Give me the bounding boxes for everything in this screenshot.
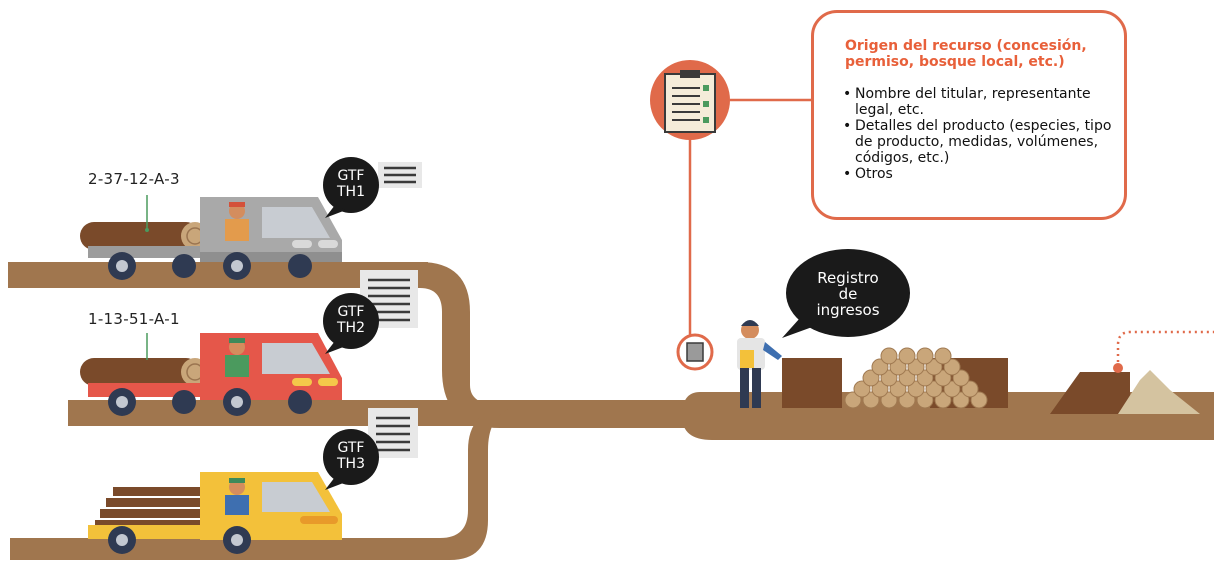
driver	[225, 202, 249, 241]
log-end	[907, 380, 925, 398]
log-end	[880, 347, 898, 365]
log-end	[970, 391, 988, 409]
log-end	[916, 369, 934, 387]
gtf-line1: GTF	[337, 440, 365, 456]
lumber-stack-right	[1050, 330, 1214, 414]
log-end	[952, 369, 970, 387]
wheel	[288, 254, 312, 278]
log-end	[916, 391, 934, 409]
truck-yellow	[88, 472, 342, 554]
log-end	[871, 358, 889, 376]
log-end	[889, 380, 907, 398]
speech-bubble-gtf	[323, 429, 379, 490]
log-code-label: 1-13-51-A-1	[88, 310, 180, 328]
log-end	[952, 391, 970, 409]
registro-line1: Registro	[817, 269, 879, 287]
log-end	[862, 369, 880, 387]
driver	[225, 478, 249, 515]
gtf-line2: TH1	[337, 184, 365, 200]
log-end	[844, 391, 862, 409]
truck-window	[262, 207, 330, 238]
truck-window	[262, 343, 330, 374]
road-top	[8, 262, 428, 288]
log-end	[925, 380, 943, 398]
log-end	[934, 391, 952, 409]
log-end	[907, 358, 925, 376]
log-end	[925, 358, 943, 376]
log-end	[880, 391, 898, 409]
log-end	[889, 358, 907, 376]
log-end	[898, 347, 916, 365]
log-end	[943, 380, 961, 398]
log-end	[943, 358, 961, 376]
dotted-connector	[1116, 330, 1214, 368]
log-end	[871, 380, 889, 398]
log-end	[916, 347, 934, 365]
speech-bubble-gtf	[323, 293, 379, 354]
gtf-label: GTF TH2	[328, 304, 374, 336]
log-end	[898, 369, 916, 387]
document-icon	[368, 408, 418, 458]
log-end	[934, 369, 952, 387]
info-title: Origen del recurso (concesión, permiso, …	[845, 38, 1087, 70]
gtf-label: GTF TH3	[328, 440, 374, 472]
wheel	[288, 390, 312, 414]
registro-label: Registro de ingresos	[793, 270, 903, 318]
speech-bubble-gtf	[323, 157, 379, 218]
registro-line3: ingresos	[816, 301, 880, 319]
truck-gray	[80, 197, 342, 280]
log-end	[862, 391, 880, 409]
registro-line2: de	[838, 285, 858, 303]
log-body	[80, 222, 200, 250]
info-list: Nombre del titular, representante legal,…	[843, 86, 1113, 182]
info-item: Detalles del producto (especies, tipo de…	[843, 118, 1113, 166]
truck-bed	[88, 525, 208, 539]
log-end	[880, 369, 898, 387]
info-item: Otros	[843, 166, 1113, 182]
speech-bubble-registro	[782, 249, 910, 338]
log-end	[898, 391, 916, 409]
driver	[225, 338, 249, 377]
gtf-label: GTF TH1	[328, 168, 374, 200]
truck-red	[80, 333, 342, 416]
gtf-line2: TH3	[337, 456, 365, 472]
gtf-line2: TH2	[337, 320, 365, 336]
truck-window	[262, 482, 330, 512]
gtf-line1: GTF	[337, 304, 365, 320]
log-body	[80, 358, 200, 386]
gtf-line1: GTF	[337, 168, 365, 184]
log-end	[853, 380, 871, 398]
wheel	[172, 390, 196, 414]
road-bottom-curve	[10, 405, 530, 560]
log-end	[934, 347, 952, 365]
document-icon	[378, 162, 422, 188]
lumber-stack	[95, 487, 205, 529]
clipboard-icon	[664, 70, 716, 133]
log-pile	[782, 347, 1008, 409]
log-code-label: 2-37-12-A-3	[88, 170, 180, 188]
log-end	[961, 380, 979, 398]
wheel	[172, 254, 196, 278]
inspector-person	[737, 320, 782, 408]
info-item: Nombre del titular, representante legal,…	[843, 86, 1113, 118]
